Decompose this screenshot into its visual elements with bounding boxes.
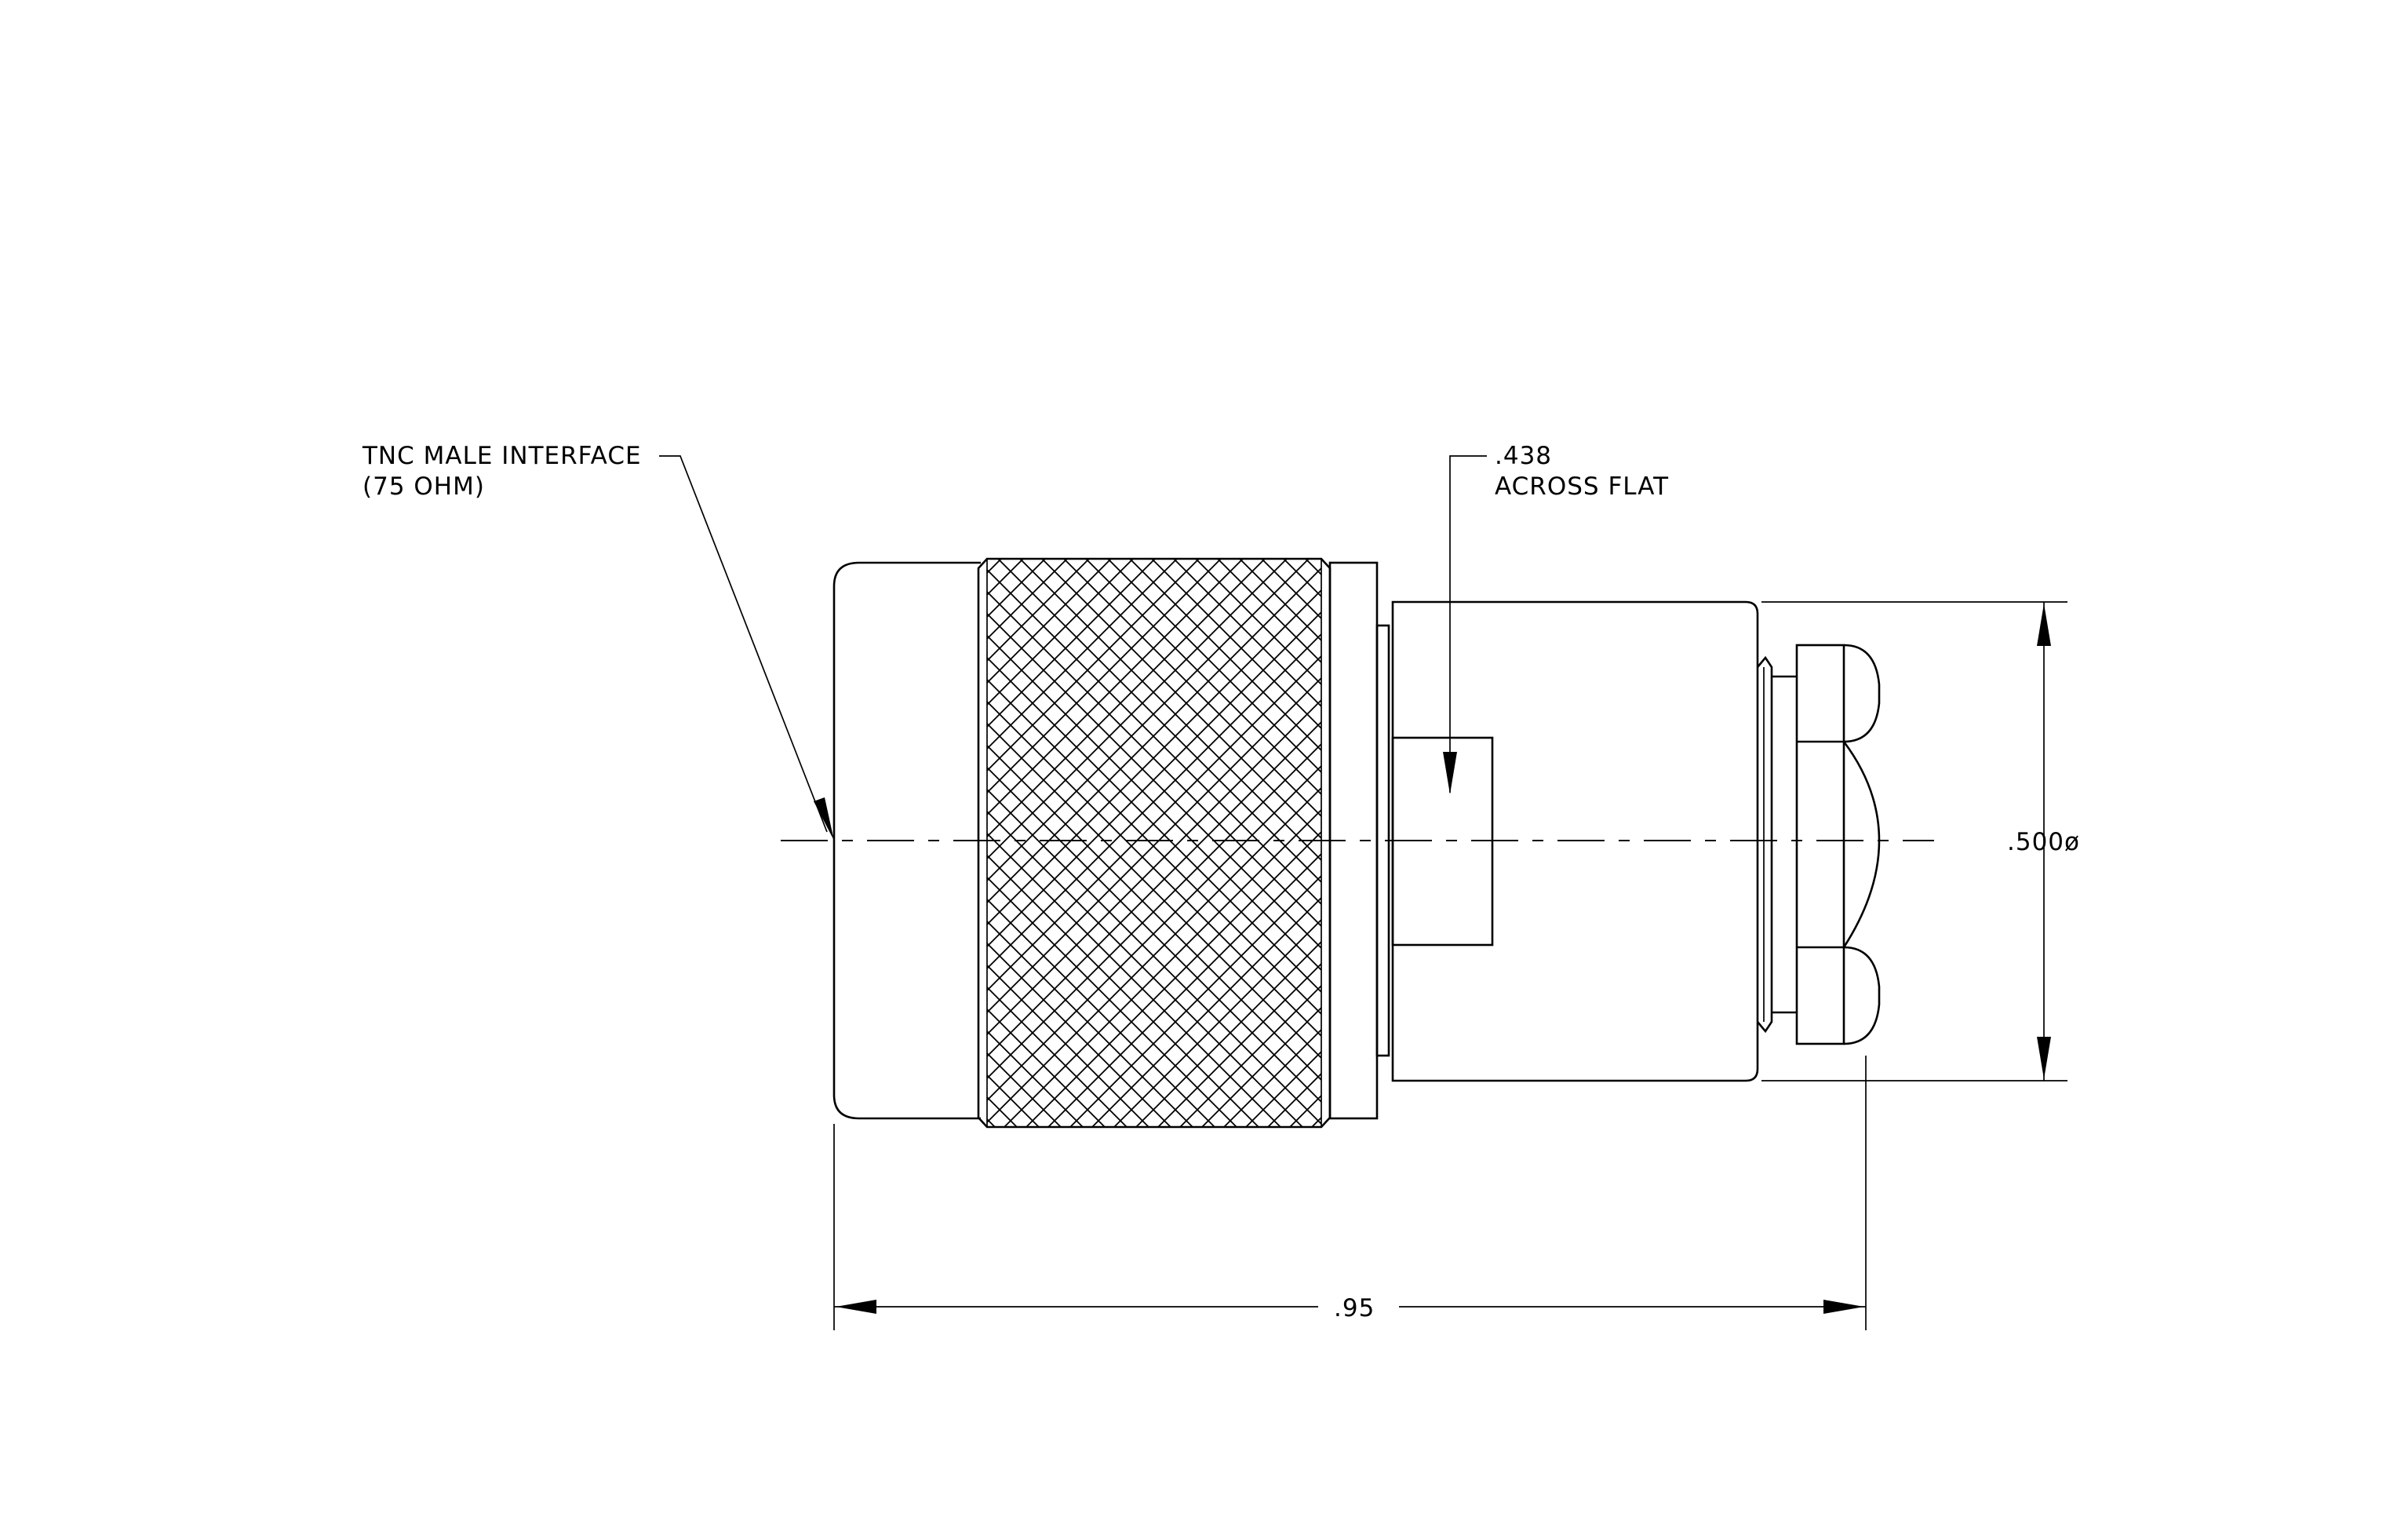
flat-dimension-value: .438 bbox=[1495, 442, 1552, 470]
length-dimension bbox=[833, 1056, 1867, 1330]
connector-body bbox=[1391, 600, 1759, 1082]
flat-dimension-text: ACROSS FLAT bbox=[1495, 472, 1669, 501]
gasket-rings bbox=[1757, 655, 1797, 1034]
length-label: .95 bbox=[1334, 1294, 1375, 1322]
interface-leader bbox=[659, 455, 834, 841]
diameter-label: .500ø bbox=[2007, 828, 2080, 856]
rear-hex-nut bbox=[1795, 644, 1881, 1045]
diameter-dimension bbox=[1761, 601, 2067, 1081]
collar-ring bbox=[1328, 561, 1390, 1120]
knurled-coupling-nut bbox=[977, 557, 1332, 1129]
interface-label-line1: TNC MALE INTERFACE bbox=[362, 442, 642, 470]
flat-leader bbox=[1443, 455, 1487, 794]
wrench-flat bbox=[1391, 736, 1494, 947]
interface-label-line2: (75 OHM) bbox=[362, 472, 485, 501]
